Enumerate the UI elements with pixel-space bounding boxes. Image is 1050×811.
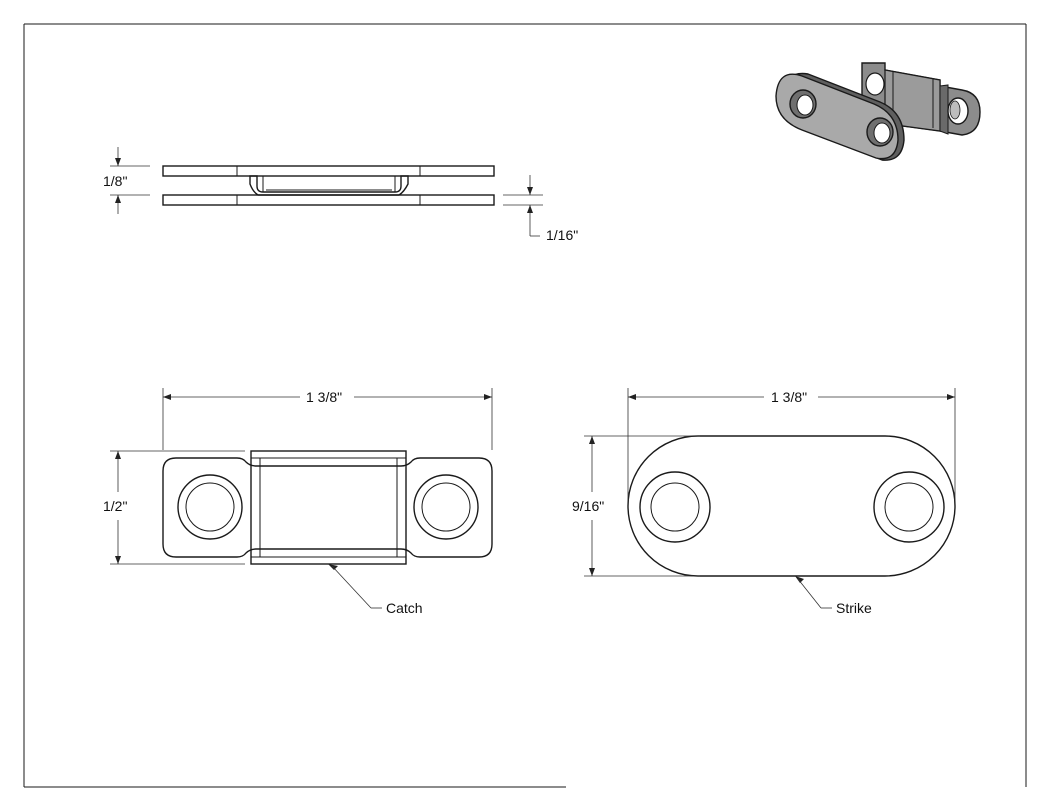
catch-hole-right <box>413 474 479 540</box>
callout-strike: Strike <box>795 576 872 616</box>
label-strike-width: 9/16" <box>572 498 604 514</box>
catch-hole-left <box>177 474 243 540</box>
label-strike: Strike <box>836 600 872 616</box>
sheet-border <box>23 23 1027 788</box>
dim-strike-length: 1 3/8" <box>627 388 956 500</box>
label-catch: Catch <box>386 600 423 616</box>
label-catch-length: 1 3/8" <box>306 389 342 405</box>
dim-strike-width: 9/16" <box>572 435 700 577</box>
strike-hole-left <box>639 471 711 543</box>
dim-catch-length: 1 3/8" <box>162 388 493 450</box>
label-strike-length: 1 3/8" <box>771 389 807 405</box>
catch-view: 1 3/8" 1/2" Catch <box>103 388 493 616</box>
strike-hole-right <box>873 471 945 543</box>
dim-catch-width: 1/2" <box>103 450 245 565</box>
side-view: 1/8" 1/16" <box>103 147 578 243</box>
label-side-height: 1/8" <box>103 173 127 189</box>
callout-catch: Catch <box>328 564 423 616</box>
label-gap: 1/16" <box>546 227 578 243</box>
label-catch-width: 1/2" <box>103 498 127 514</box>
strike-view: 1 3/8" 9/16" Strike <box>572 388 956 616</box>
isometric-view <box>775 62 981 161</box>
dim-gap: 1/16" <box>503 175 578 243</box>
dim-side-height: 1/8" <box>103 147 150 214</box>
